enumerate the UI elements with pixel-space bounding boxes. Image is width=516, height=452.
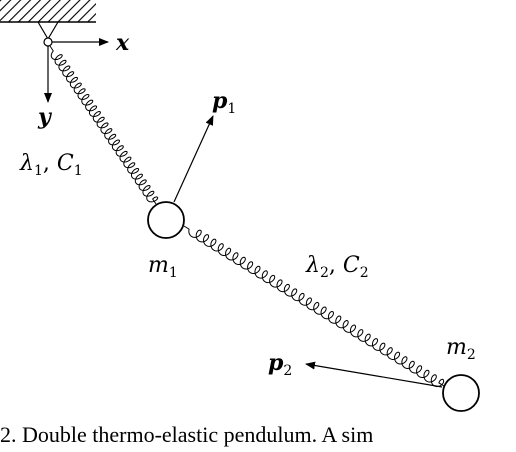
momentum-1-label: p1 bbox=[212, 88, 236, 117]
figure-caption: 2. Double thermo-elastic pendulum. A sim bbox=[0, 422, 374, 447]
fixed-support bbox=[0, 0, 96, 23]
mass-2 bbox=[442, 374, 480, 412]
pivot bbox=[43, 37, 53, 47]
mass-1 bbox=[147, 201, 185, 239]
momentum-2-label: p2 bbox=[268, 350, 292, 379]
momentum-2-arrow bbox=[305, 361, 443, 388]
x-axis-label: x bbox=[115, 30, 130, 56]
mass-1-label: m1 bbox=[148, 253, 178, 281]
mass-2-label: m2 bbox=[446, 335, 476, 363]
spring-1 bbox=[49, 45, 159, 205]
spring-1-label: λ1, C1 bbox=[19, 151, 83, 179]
y-axis-label: y bbox=[37, 104, 53, 130]
spring-2-label: λ2, C2 bbox=[305, 253, 369, 281]
momentum-1-arrow bbox=[173, 115, 214, 203]
spring-2 bbox=[183, 225, 445, 388]
pivot-bracket bbox=[37, 21, 59, 41]
